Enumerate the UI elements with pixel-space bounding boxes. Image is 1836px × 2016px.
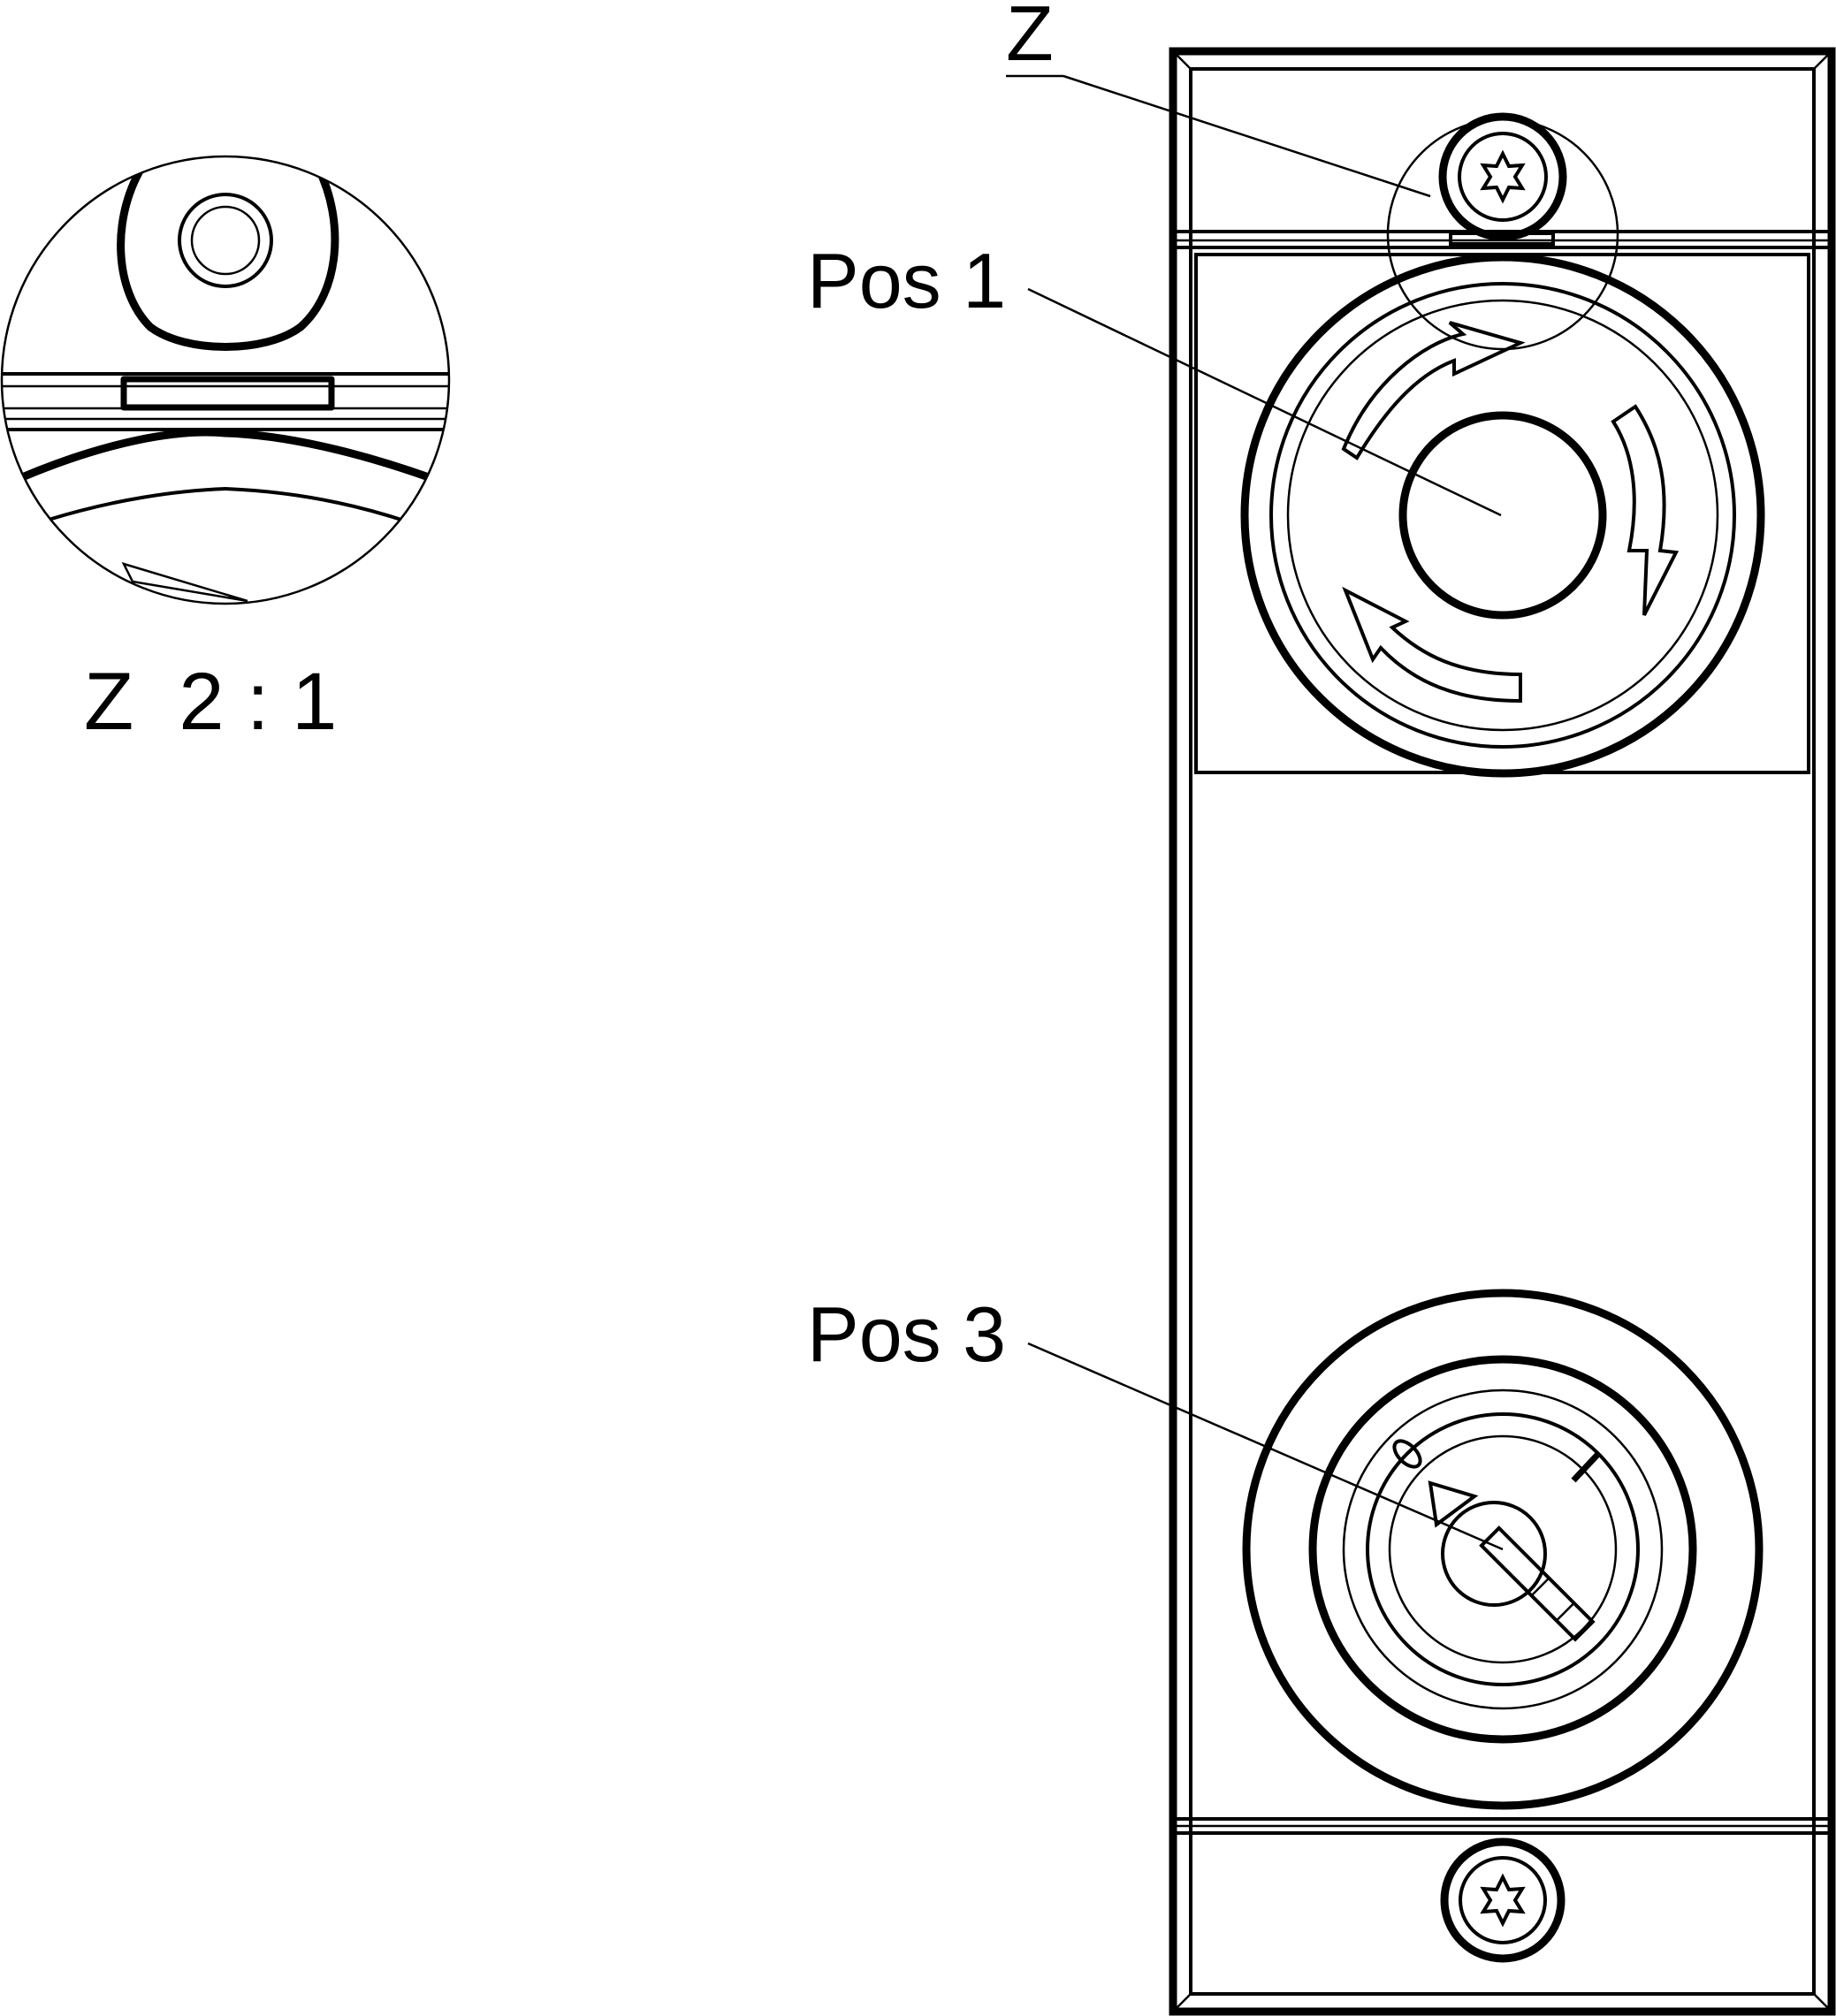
detail-ring-outer xyxy=(20,428,430,482)
chamfer-br xyxy=(1813,1993,1832,2012)
detail-torx-icon xyxy=(178,193,273,288)
callout-pos1-label: Pos 1 xyxy=(807,237,1006,324)
emergency-stop-button-icon xyxy=(1240,253,1765,778)
enclosure-outer-frame xyxy=(1169,47,1836,2016)
key-switch-icon xyxy=(1242,1289,1764,1810)
top-screw xyxy=(1438,112,1567,241)
key-cylinder xyxy=(1441,1501,1547,1607)
callouts: Z Pos 1 Pos 3 xyxy=(807,0,1619,1551)
bottom-screw-torx-icon xyxy=(1480,1873,1526,1928)
callout-pos1-leader xyxy=(1027,287,1502,517)
enclosure-inner-frame xyxy=(1189,67,1816,1996)
detail-view-z: Z 2 : 1 xyxy=(0,155,451,747)
bottom-screw xyxy=(1440,1837,1566,1963)
detail-marker-leader xyxy=(1063,74,1431,198)
top-screw-torx-icon xyxy=(1480,149,1526,204)
detail-caption: Z 2 : 1 xyxy=(84,657,337,747)
rotate-arrow-lower-left xyxy=(1342,586,1522,704)
chamfer-tr xyxy=(1813,50,1832,70)
detail-marker-label: Z xyxy=(1006,0,1054,77)
callout-pos3-label: Pos 3 xyxy=(807,1290,1006,1378)
detail-boundary-circle xyxy=(0,155,451,605)
key-switch-bezel xyxy=(1242,1289,1764,1810)
chamfer-bl xyxy=(1172,1993,1192,2012)
rotate-arrow-upper-left xyxy=(1341,321,1526,460)
detail-slot xyxy=(120,376,335,411)
detail-screw-head xyxy=(117,165,339,351)
key-position-0-mark xyxy=(1392,1439,1422,1469)
key-bar xyxy=(1479,1525,1596,1642)
key-position-1-mark xyxy=(1571,1451,1601,1483)
key-pointer-arrow xyxy=(1428,1480,1479,1528)
emergency-stop-mushroom-head xyxy=(1398,411,1607,620)
detail-arrow-tip xyxy=(121,561,248,603)
enclosure xyxy=(1169,47,1836,2016)
detail-ring-inner xyxy=(48,486,408,523)
chamfer-tl xyxy=(1172,50,1192,70)
rotate-arrow-right xyxy=(1611,404,1680,616)
